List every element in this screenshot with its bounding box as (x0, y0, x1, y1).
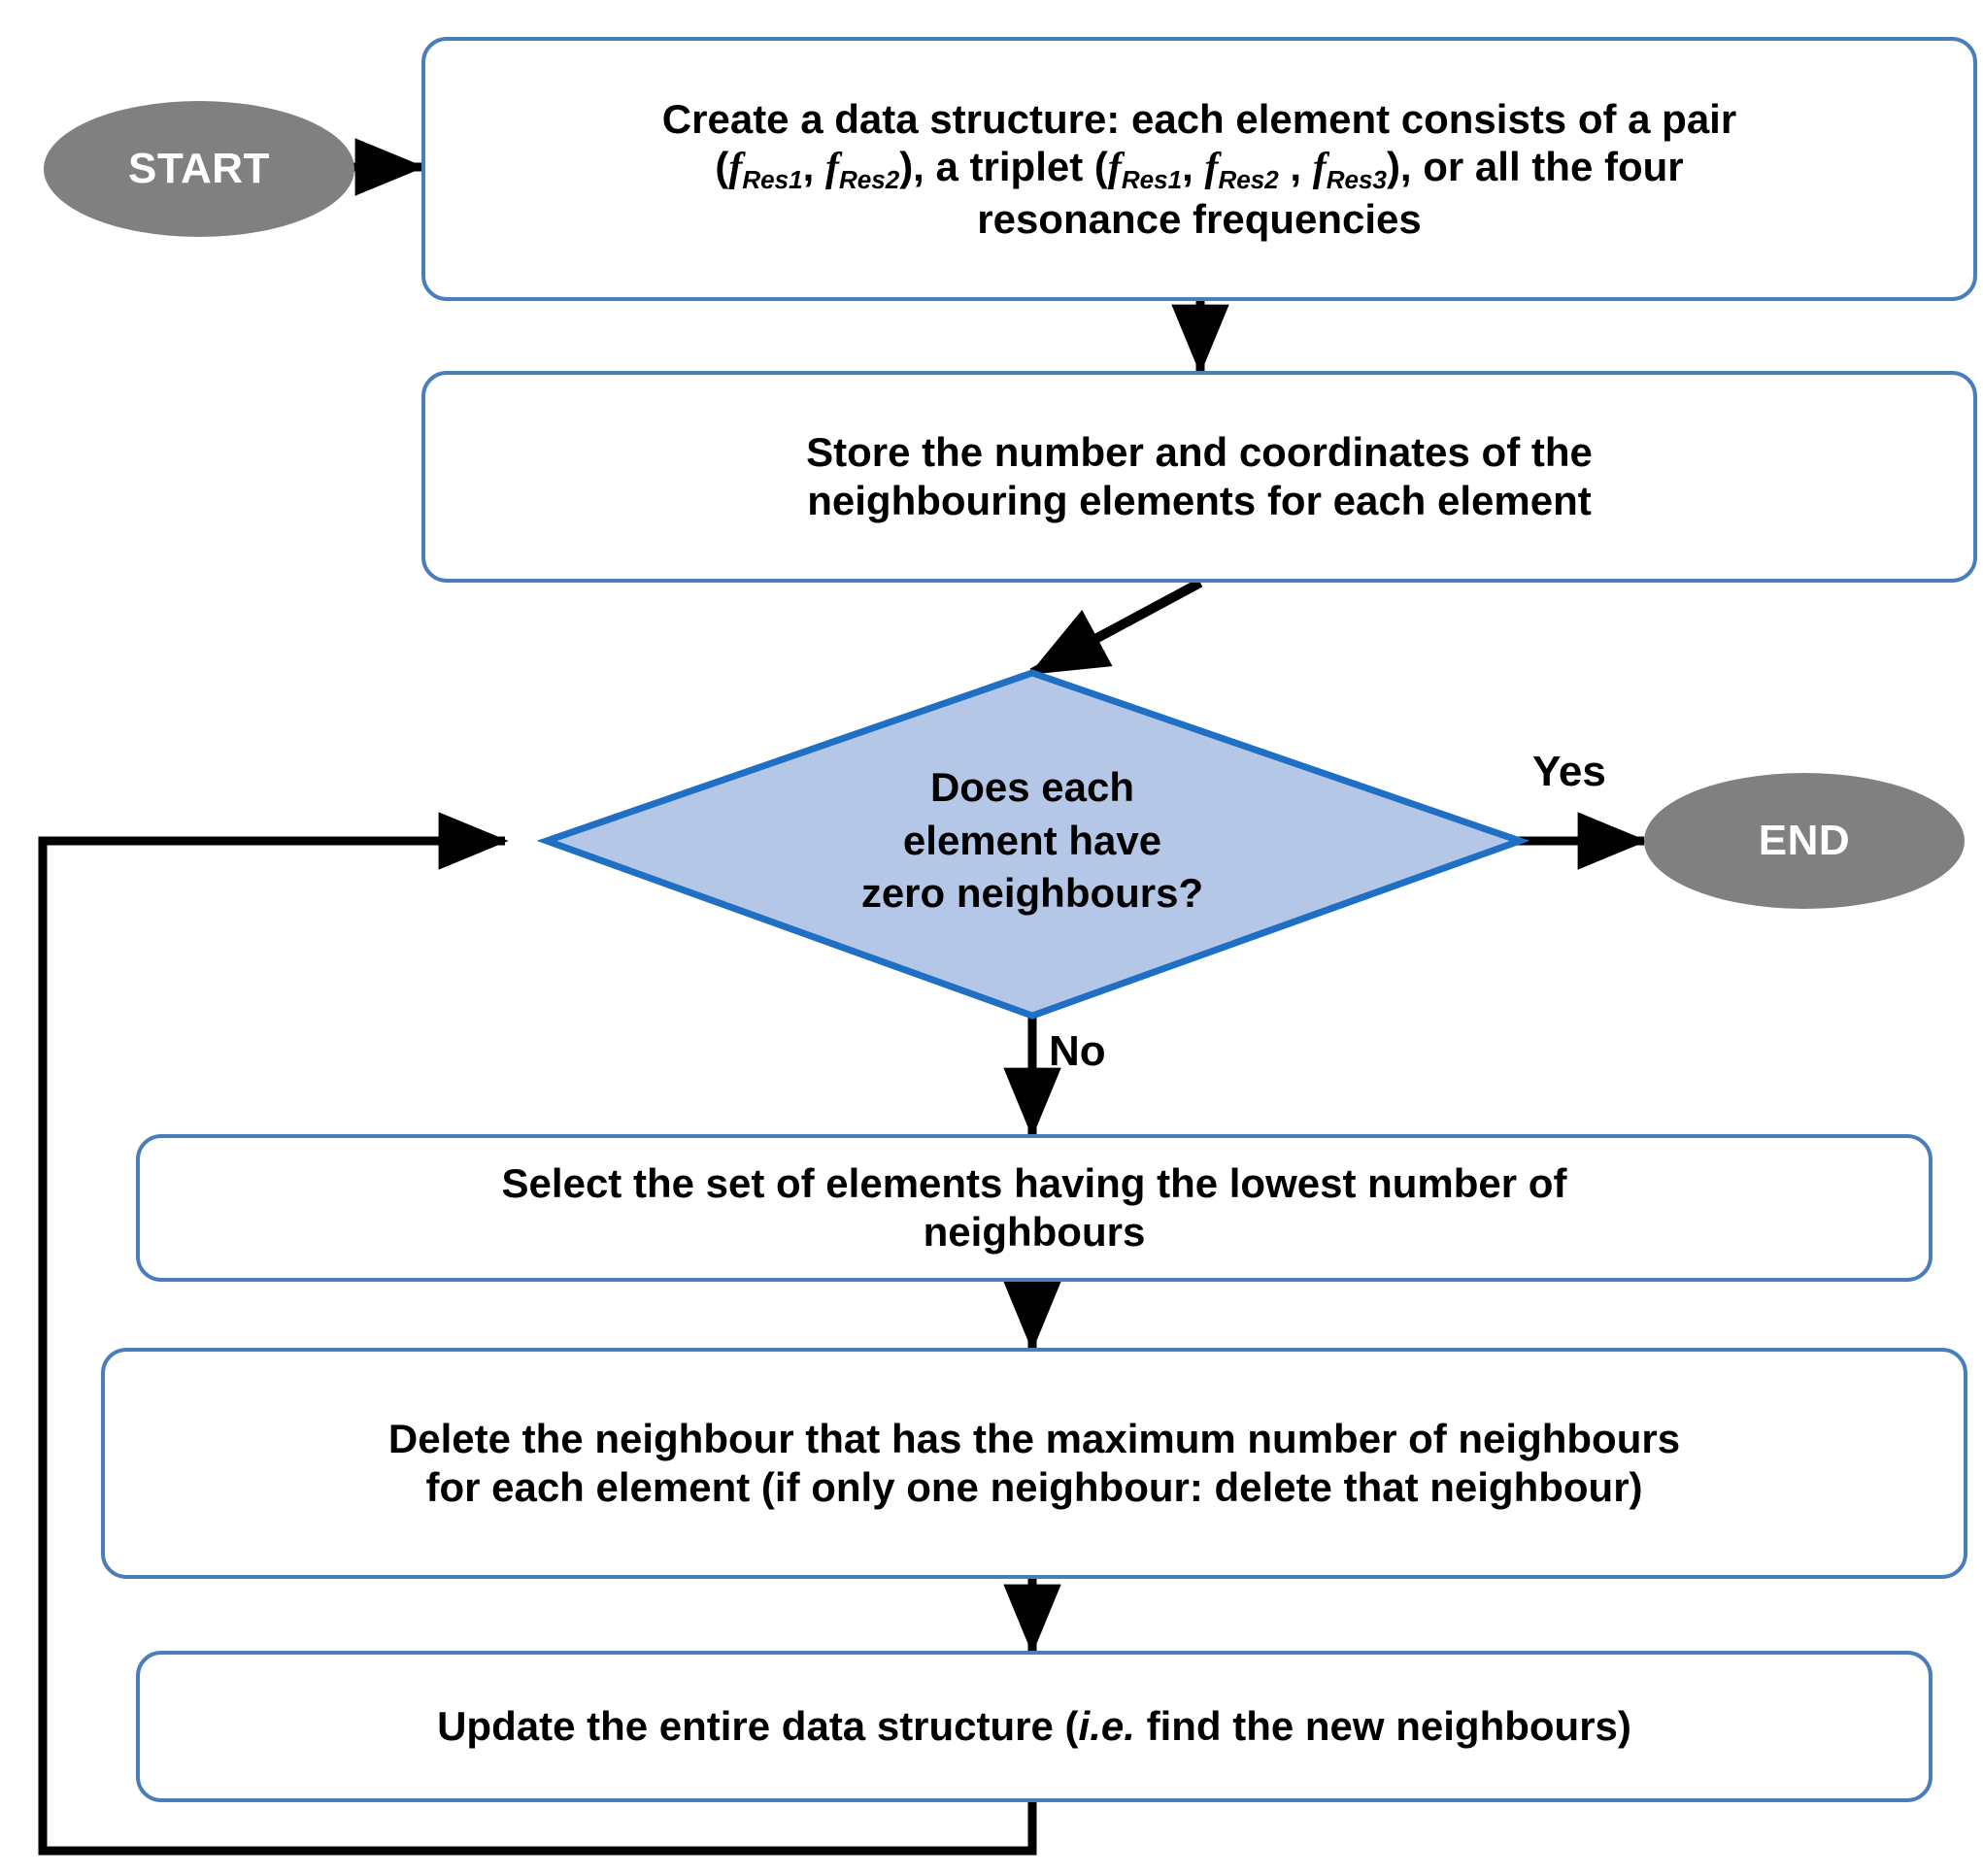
store-line-1: Store the number and coordinates of the (806, 429, 1593, 476)
node-update-structure[interactable]: Update the entire data structure (i.e. f… (136, 1651, 1933, 1802)
select-lowest-label: Select the set of elements having the lo… (477, 1159, 1593, 1256)
f-subscript-1: Res1 (742, 165, 803, 195)
ie-italic: i.e. (1078, 1703, 1135, 1750)
f-subscript-5: Res3 (1326, 165, 1387, 195)
f-symbol-3: f (1107, 146, 1122, 191)
delete-line-2: for each element (if only one neighbour:… (425, 1464, 1643, 1510)
node-select-lowest[interactable]: Select the set of elements having the lo… (136, 1134, 1933, 1282)
f-subscript-2: Res2 (838, 165, 900, 195)
f-symbol-2: f (824, 146, 839, 191)
f-subscript-4: Res2 (1218, 165, 1279, 195)
node-store-neighbours[interactable]: Store the number and coordinates of the … (421, 371, 1977, 583)
decision-line-3: zero neighbours? (860, 870, 1204, 917)
create-data-structure-label: Create a data structure: each element co… (637, 95, 1762, 244)
update-line-1: Update the entire data structure (i.e. f… (437, 1703, 1631, 1750)
node-start[interactable]: START (44, 101, 354, 237)
create-line-2: (fRes1, fRes2), a triplet (fRes1, fRes2 … (715, 144, 1684, 195)
delete-neighbour-label: Delete the neighbour that has the maximu… (363, 1415, 1705, 1511)
decision-line-2: element have (902, 817, 1162, 863)
f-symbol-1: f (728, 146, 743, 191)
create-line-3: resonance frequencies (977, 195, 1422, 242)
decision-label: Does each element have zero neighbours? (861, 761, 1203, 921)
start-label: START (128, 145, 270, 192)
store-line-2: neighbouring elements for each element (807, 478, 1592, 523)
node-end[interactable]: END (1644, 773, 1965, 909)
select-line-1: Select the set of elements having the lo… (501, 1160, 1567, 1207)
f-symbol-5: f (1312, 146, 1327, 191)
update-structure-label: Update the entire data structure (i.e. f… (412, 1702, 1657, 1751)
select-line-2: neighbours (923, 1209, 1146, 1255)
node-create-data-structure[interactable]: Create a data structure: each element co… (421, 37, 1977, 301)
connector-store-to-decision (1028, 578, 1203, 678)
decision-line-1: Does each (929, 764, 1135, 811)
edge-label-yes: Yes (1532, 748, 1606, 795)
f-subscript-3: Res1 (1121, 165, 1183, 195)
f-symbol-4: f (1204, 146, 1219, 191)
store-neighbours-label: Store the number and coordinates of the … (781, 428, 1618, 524)
edge-label-no: No (1049, 1027, 1106, 1075)
delete-line-1: Delete the neighbour that has the maximu… (387, 1416, 1681, 1462)
node-decision-zero-neighbours[interactable]: Does each element have zero neighbours? (692, 719, 1372, 963)
create-line-1: Create a data structure: each element co… (661, 95, 1737, 142)
end-label: END (1758, 817, 1851, 864)
node-delete-neighbour[interactable]: Delete the neighbour that has the maximu… (101, 1348, 1967, 1579)
